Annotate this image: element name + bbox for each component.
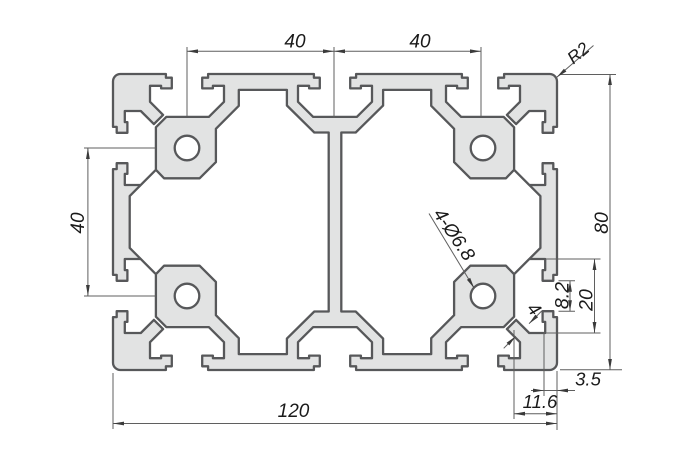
svg-text:8.2: 8.2 bbox=[552, 282, 574, 309]
svg-text:40: 40 bbox=[284, 32, 306, 53]
svg-text:80: 80 bbox=[591, 212, 613, 234]
svg-text:3.5: 3.5 bbox=[575, 369, 601, 390]
svg-text:40: 40 bbox=[68, 212, 89, 234]
svg-text:11.6: 11.6 bbox=[523, 391, 558, 412]
svg-text:120: 120 bbox=[278, 401, 310, 422]
svg-text:40: 40 bbox=[409, 32, 431, 53]
svg-text:20: 20 bbox=[576, 289, 598, 312]
